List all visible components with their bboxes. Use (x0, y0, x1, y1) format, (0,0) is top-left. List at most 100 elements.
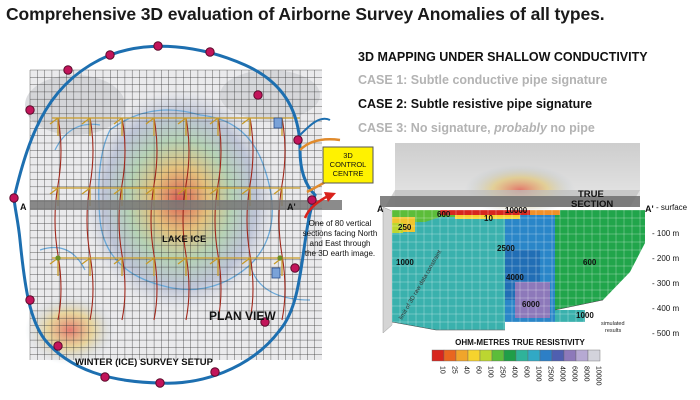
cable-tap (113, 257, 123, 276)
section-marker-a-prime: A' (645, 204, 654, 214)
plan-marker-a: A (20, 202, 27, 212)
case-3-label: CASE 3: No signature, probably no pipe (358, 121, 595, 135)
survey-station (205, 47, 215, 57)
depth-label: - 300 m (652, 279, 679, 288)
mapping-heading: 3D MAPPING UNDER SHALLOW CONDUCTIVITY (358, 50, 648, 64)
plan-marker-a-prime: A' (287, 202, 296, 212)
region-label: 600 (583, 258, 597, 267)
survey-station (25, 295, 35, 305)
survey-line (150, 117, 158, 321)
page-title: Comprehensive 3D evaluation of Airborne … (6, 4, 605, 24)
region-label: 4000 (506, 273, 524, 282)
true-section-line-2: SECTION (571, 199, 613, 210)
depth-label: - 100 m (652, 229, 679, 238)
case-1-label: CASE 1: Subtle conductive pipe signature (358, 73, 608, 87)
scale-swatch (455, 349, 469, 362)
cable-tap (81, 117, 91, 136)
region-label: 6000 (522, 300, 540, 309)
scale-label: 100 (487, 366, 494, 378)
scale-swatch (431, 349, 445, 362)
scale-swatch (503, 349, 517, 362)
depth-label: - 500 m (652, 329, 679, 338)
survey-lines (54, 117, 286, 321)
survey-station (105, 50, 115, 60)
scale-label: 25 (451, 366, 458, 374)
control-centre-line-2: CONTROL (330, 160, 367, 169)
scale-label: 1000 (535, 366, 542, 382)
cable-tap (241, 117, 251, 136)
cable-tap (145, 257, 155, 276)
true-section-block: TRUE SECTION A A' - surface- 100 m- 200 … (377, 143, 688, 347)
scale-label: 600 (523, 366, 530, 378)
depth-axis: - surface - 100 m - 200 m - 300 m - 400 m - 5… (652, 203, 688, 338)
region-label: 600 (437, 210, 451, 219)
depth-label: - 200 m (652, 254, 679, 263)
survey-station (25, 105, 35, 115)
section-note: One of 80 vertical sections facing North… (303, 192, 377, 258)
true-section-line-1: TRUE (578, 189, 604, 200)
case-3-prefix: CASE 3: No signature, (358, 121, 495, 135)
scale-swatch (467, 349, 481, 362)
cable-tap (241, 257, 251, 276)
simulated-line-2: results (605, 328, 621, 334)
survey-cables (49, 117, 300, 276)
survey-stations (9, 41, 317, 388)
survey-line (246, 117, 254, 321)
survey-station (253, 90, 263, 100)
survey-setup-label: WINTER (ICE) SURVEY SETUP (75, 357, 214, 368)
depth-label: - surface (656, 203, 688, 212)
scale-label: 10 (439, 366, 446, 374)
cable-tap (49, 117, 59, 136)
region-label: 1000 (576, 311, 594, 320)
survey-grid (29, 69, 322, 360)
scale-swatch (491, 349, 505, 362)
scale-label: 10000 (595, 366, 602, 386)
depth-label: - 400 m (652, 304, 679, 313)
region-label: 250 (398, 223, 412, 232)
scale-swatch (551, 349, 565, 362)
plan-view-map (9, 41, 342, 388)
cable-tap (113, 117, 123, 136)
survey-station (53, 341, 63, 351)
case-3-suffix: no pipe (546, 121, 595, 135)
simulated-line-1: simulated (601, 321, 625, 327)
section-note-line-1: One of 80 vertical (309, 219, 372, 228)
scale-swatch (587, 349, 601, 362)
scale-swatch (539, 349, 553, 362)
scale-label: 8000 (583, 366, 590, 382)
scale-swatch (527, 349, 541, 362)
scale-swatch (479, 349, 493, 362)
cable-tap (177, 117, 187, 136)
section-cross-section (391, 209, 645, 331)
survey-station (290, 263, 300, 273)
cable-tap (145, 117, 155, 136)
survey-station (307, 195, 317, 205)
case-3-italic: probably (494, 121, 547, 135)
scale-swatch (563, 349, 577, 362)
survey-boundary-loop (12, 44, 317, 385)
region-label: 10000 (505, 206, 528, 215)
survey-line (278, 117, 286, 321)
region-label: 1000 (396, 258, 414, 267)
survey-line (214, 117, 222, 321)
scale-swatch (443, 349, 457, 362)
scale-label: 2500 (547, 366, 554, 382)
scale-label: 6000 (571, 366, 578, 382)
survey-node (277, 255, 283, 261)
scale-label: 60 (475, 366, 482, 374)
control-centre-line-1: 3D (343, 151, 353, 160)
plan-view-label: PLAN VIEW (209, 309, 276, 323)
control-centre-line-3: CENTRE (333, 169, 364, 178)
lake-ice-label: LAKE ICE (162, 234, 206, 245)
cable-tap (81, 257, 91, 276)
region-label: 2500 (497, 244, 515, 253)
cable-tap (209, 257, 219, 276)
control-centre-box: 3D CONTROL CENTRE (322, 146, 374, 184)
survey-station (63, 65, 73, 75)
scale-label: 250 (499, 366, 506, 378)
scale-swatch (575, 349, 589, 362)
survey-line (118, 117, 126, 321)
scale-swatch (515, 349, 529, 362)
